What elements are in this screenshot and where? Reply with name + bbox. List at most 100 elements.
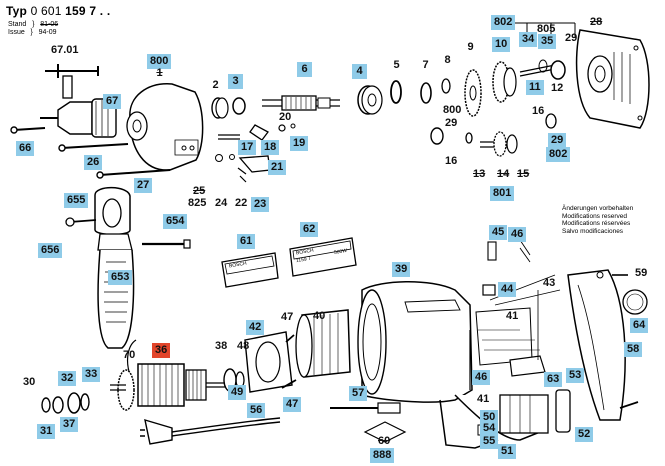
callout-54[interactable]: 54: [480, 421, 499, 436]
callout-38[interactable]: 38: [215, 340, 228, 352]
callout-18[interactable]: 18: [261, 140, 280, 155]
callout-11[interactable]: 11: [526, 80, 544, 95]
callout-42[interactable]: 42: [246, 320, 265, 335]
callout-34[interactable]: 34: [519, 32, 538, 47]
callout-40[interactable]: 40: [313, 310, 326, 322]
callout-15[interactable]: 15: [517, 168, 530, 180]
callout-805[interactable]: 805: [537, 23, 556, 35]
callout-9[interactable]: 9: [467, 41, 474, 53]
callout-33[interactable]: 33: [82, 367, 101, 382]
callout-23[interactable]: 23: [251, 197, 270, 212]
callout-49[interactable]: 49: [228, 385, 247, 400]
callout-56[interactable]: 56: [247, 403, 266, 418]
callout-57[interactable]: 57: [349, 386, 368, 401]
callout-888[interactable]: 888: [370, 448, 395, 463]
callout-46-top[interactable]: 46: [508, 227, 527, 242]
callout-63[interactable]: 63: [544, 372, 563, 387]
callout-66[interactable]: 66: [16, 141, 35, 156]
nameplate-62: [289, 237, 357, 277]
callout-8[interactable]: 8: [444, 54, 451, 66]
callout-67-01[interactable]: 67.01: [51, 44, 79, 56]
callout-16-left[interactable]: 16: [445, 155, 458, 167]
callout-52[interactable]: 52: [575, 427, 594, 442]
callout-29[interactable]: 29: [565, 32, 578, 44]
callout-1[interactable]: 1: [156, 67, 163, 79]
callout-60[interactable]: 60: [378, 435, 391, 447]
callout-5[interactable]: 5: [393, 59, 400, 71]
callout-29-right[interactable]: 29: [548, 133, 567, 148]
callout-27[interactable]: 27: [134, 178, 153, 193]
callout-14[interactable]: 14: [497, 168, 510, 180]
callout-47-top[interactable]: 47: [281, 311, 294, 323]
screw-47a: [285, 334, 295, 343]
screw-66: [13, 127, 46, 131]
callout-45[interactable]: 45: [489, 225, 508, 240]
callout-21[interactable]: 21: [268, 160, 287, 175]
callout-10[interactable]: 10: [492, 37, 511, 52]
mains-cable: [140, 417, 281, 445]
callout-4[interactable]: 4: [352, 64, 367, 79]
callout-800-lower[interactable]: 800: [443, 104, 462, 116]
callout-2[interactable]: 2: [212, 79, 219, 91]
notice-line: Modifications reserved: [562, 212, 628, 220]
callout-32[interactable]: 32: [58, 371, 77, 386]
callout-41-top[interactable]: 41: [506, 310, 519, 322]
callout-44[interactable]: 44: [498, 282, 517, 297]
callout-64[interactable]: 64: [630, 318, 649, 333]
screw-47b: [281, 379, 297, 389]
callout-67[interactable]: 67: [103, 94, 122, 109]
callout-31[interactable]: 31: [37, 424, 56, 439]
callout-48[interactable]: 48: [237, 340, 250, 352]
callout-17[interactable]: 17: [238, 140, 257, 155]
callout-24[interactable]: 24: [215, 197, 228, 209]
callout-12[interactable]: 12: [551, 82, 564, 94]
callout-20[interactable]: 20: [279, 111, 292, 123]
callout-655[interactable]: 655: [64, 193, 89, 208]
callout-35[interactable]: 35: [538, 34, 557, 49]
callout-30[interactable]: 30: [23, 376, 36, 388]
callout-37[interactable]: 37: [60, 417, 79, 432]
callout-51[interactable]: 51: [498, 444, 517, 459]
callout-16-right[interactable]: 16: [532, 105, 545, 117]
callout-36[interactable]: 36: [152, 343, 171, 358]
badge-64: [622, 289, 648, 315]
callout-6[interactable]: 6: [297, 62, 312, 77]
callout-26[interactable]: 26: [84, 155, 103, 170]
nameplate-61: [221, 252, 279, 288]
callout-656[interactable]: 656: [38, 243, 63, 258]
callout-802-right[interactable]: 802: [546, 147, 571, 162]
gear-cover: [575, 29, 650, 129]
callout-47-bottom[interactable]: 47: [283, 397, 302, 412]
sticker-60: [363, 421, 407, 443]
callout-43[interactable]: 43: [543, 277, 556, 289]
callout-3[interactable]: 3: [228, 74, 243, 89]
callout-801[interactable]: 801: [490, 186, 515, 201]
callout-25[interactable]: 25: [193, 185, 206, 197]
callout-62[interactable]: 62: [300, 222, 319, 237]
callout-654[interactable]: 654: [163, 214, 188, 229]
callout-802[interactable]: 802: [491, 15, 516, 30]
callout-41-bottom[interactable]: 41: [477, 393, 490, 405]
callout-653[interactable]: 653: [108, 270, 133, 285]
callout-39[interactable]: 39: [392, 262, 411, 277]
circlip-5: [390, 80, 402, 104]
callout-59[interactable]: 59: [635, 267, 648, 279]
callout-28[interactable]: 28: [590, 16, 603, 28]
callout-46-bottom[interactable]: 46: [472, 370, 491, 385]
callout-61[interactable]: 61: [237, 234, 256, 249]
callout-70[interactable]: 70: [123, 349, 136, 361]
issue-value: 94-09: [38, 29, 57, 36]
callout-22[interactable]: 22: [235, 197, 248, 209]
type-prefix: Typ: [6, 4, 28, 18]
callout-55[interactable]: 55: [480, 434, 499, 449]
callout-13[interactable]: 13: [473, 168, 486, 180]
callout-53[interactable]: 53: [566, 368, 585, 383]
brush-plate: [244, 331, 293, 393]
callout-7[interactable]: 7: [422, 59, 429, 71]
callout-19[interactable]: 19: [290, 136, 309, 151]
callout-800[interactable]: 800: [147, 54, 172, 69]
washer-35: [538, 59, 548, 73]
callout-825[interactable]: 825: [188, 197, 207, 209]
callout-29-lower[interactable]: 29: [445, 117, 458, 129]
callout-58[interactable]: 58: [624, 342, 643, 357]
